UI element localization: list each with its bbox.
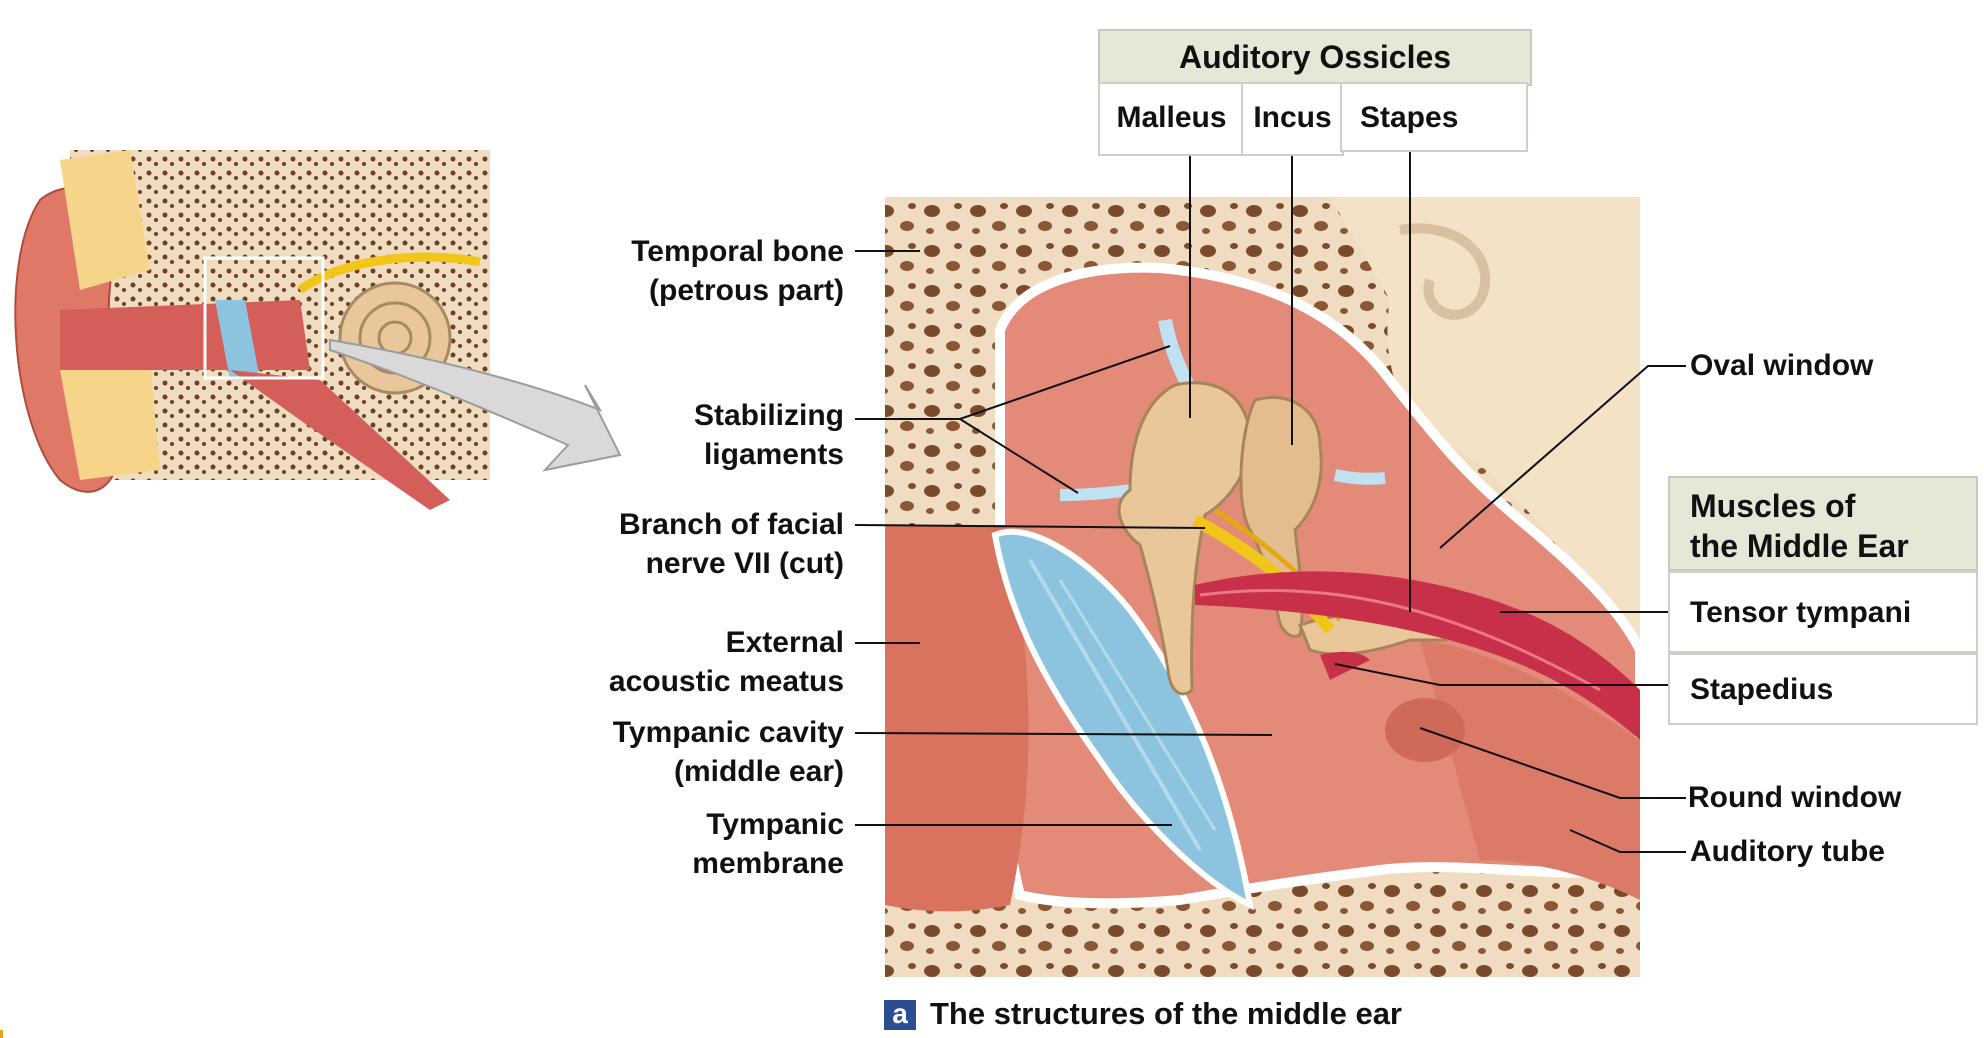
muscle-label-stapedius: Stapedius	[1690, 673, 1834, 706]
label-auditory-tube: Auditory tube	[1690, 835, 1885, 868]
muscles-box-title: Muscles of the Middle Ear	[1668, 476, 1978, 571]
leader-facial-nerve	[854, 524, 1206, 529]
overview-fat-bottom	[60, 360, 160, 480]
overview-nerve	[297, 252, 481, 294]
overview-ear-drawing	[14, 150, 622, 510]
caption-badge: a	[884, 1000, 916, 1030]
label-temporal-bone-line2: (petrous part)	[649, 274, 844, 307]
label-facial-nerve-line1: Branch of facial	[618, 508, 844, 541]
auditory-tube-area	[1420, 640, 1640, 900]
incus-shape	[1239, 395, 1323, 638]
muscles-title-line1: Muscles of	[1690, 488, 1856, 524]
label-tympanic-membrane-line2: membrane	[692, 847, 844, 880]
ossicle-cell-malleus: Malleus	[1098, 82, 1245, 156]
overview-zoom-box	[203, 256, 325, 380]
label-tympanic-membrane-line1: Tympanic	[706, 808, 844, 841]
label-external-meatus-line2: acoustic meatus	[608, 665, 844, 698]
leader-oval-window	[1439, 365, 1686, 549]
label-facial-nerve-line2: nerve VII (cut)	[645, 547, 844, 580]
muscle-cell-stapedius: Stapedius	[1668, 653, 1978, 725]
leader-tympanic-cavity	[854, 732, 1273, 736]
overview-fat-top	[60, 150, 150, 290]
label-temporal-bone-line1: Temporal bone	[631, 235, 844, 268]
leader-ligament-b	[959, 418, 1079, 494]
label-ligaments-line1: Stabilizing	[694, 399, 844, 432]
ossicle-cell-stapes: Stapes	[1340, 82, 1528, 152]
label-tympanic-membrane: Tympanic membrane	[692, 805, 844, 883]
ossicle-label-malleus: Malleus	[1116, 101, 1227, 134]
ossicle-label-stapes: Stapes	[1360, 101, 1459, 134]
leader-auditory-tube	[1569, 829, 1686, 853]
leader-lines	[854, 140, 1686, 853]
label-external-meatus: External acoustic meatus	[609, 623, 844, 701]
label-round-window: Round window	[1688, 781, 1902, 814]
zoom-arrow	[329, 338, 622, 472]
ossicle-label-incus: Incus	[1253, 101, 1332, 134]
external-meatus-area	[885, 525, 1029, 912]
label-tympanic-cavity-line1: Tympanic cavity	[612, 716, 844, 749]
leader-stapedius	[1334, 663, 1686, 686]
overview-eardrum	[215, 300, 260, 380]
label-tympanic-cavity: Tympanic cavity (middle ear)	[613, 713, 844, 791]
label-temporal-bone: Temporal bone (petrous part)	[631, 232, 844, 310]
muscle-cell-tensor: Tensor tympani	[1668, 571, 1978, 653]
corner-mark	[0, 1030, 3, 1038]
ligament-posterior	[1333, 469, 1386, 485]
tensor-tympani-shape	[1195, 571, 1640, 740]
muscle-label-tensor-tympani: Tensor tympani	[1690, 596, 1912, 629]
ossicles-title-text: Auditory Ossicles	[1178, 39, 1452, 75]
label-external-meatus-line1: External	[725, 626, 844, 659]
leader-round-window	[1419, 727, 1686, 799]
overview-ear-canal	[60, 300, 310, 370]
overview-auditory-tube	[230, 370, 450, 510]
label-stabilizing-ligaments: Stabilizing ligaments	[694, 396, 844, 474]
inner-ear-region	[1330, 197, 1640, 640]
label-facial-nerve: Branch of facial nerve VII (cut)	[619, 505, 844, 583]
caption-text: The structures of the middle ear	[930, 996, 1402, 1031]
muscles-title-line2: the Middle Ear	[1690, 528, 1909, 564]
main-section-drawing	[885, 197, 1645, 977]
label-oval-window: Oval window	[1690, 349, 1874, 382]
label-ligaments-line2: ligaments	[703, 438, 844, 471]
ossicles-box-title: Auditory Ossicles	[1098, 29, 1532, 86]
ossicle-cell-incus: Incus	[1241, 82, 1344, 156]
label-tympanic-cavity-line2: (middle ear)	[673, 755, 844, 788]
